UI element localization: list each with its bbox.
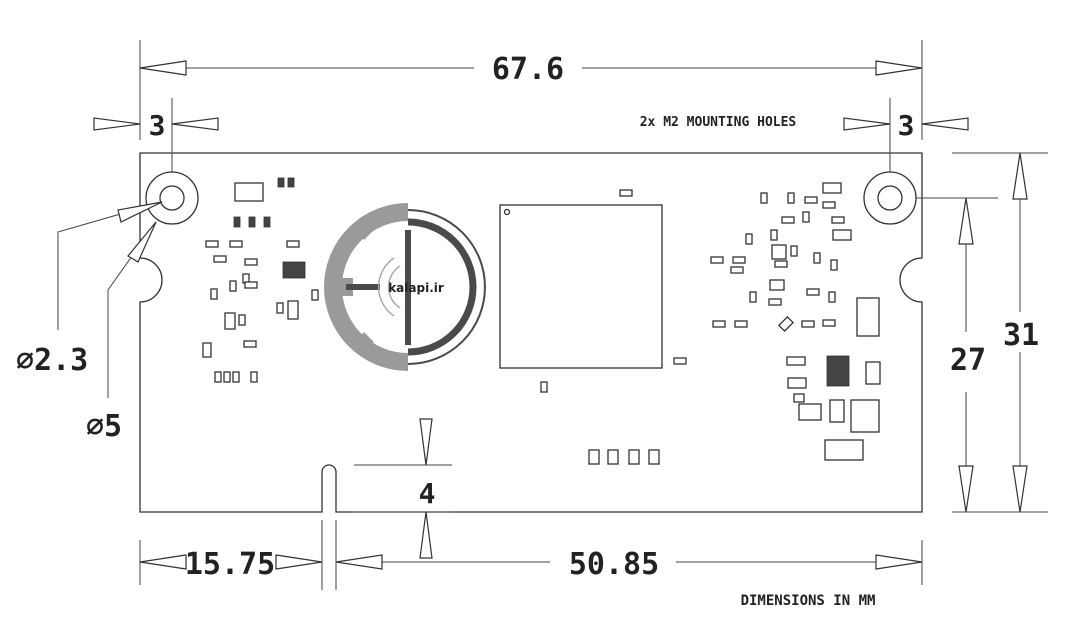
dim-slot-depth: 4 (350, 418, 452, 559)
dim-slot-from-left-label: 15.75 (185, 547, 275, 582)
main-chip (499, 204, 663, 369)
board-outline (139, 152, 923, 513)
dim-hole-large-label: ∅5 (86, 409, 122, 444)
mounting-hole-right (863, 171, 917, 225)
units-note: DIMENSIONS IN MM (741, 593, 876, 609)
dim-slot-depth-label: 4 (419, 477, 436, 510)
dim-overall-width-label: 67.6 (492, 52, 564, 87)
dim-left-hole-offset: 3 (93, 98, 219, 172)
dim-overall-width: 67.6 (139, 40, 923, 140)
dim-overall-height-label: 31 (1003, 318, 1039, 353)
dim-overall-height: 31 (952, 152, 1048, 513)
dim-right-hole-offset: 3 (843, 98, 969, 172)
components (202, 177, 881, 465)
mounting-hole-left (145, 171, 199, 225)
dim-left-hole-offset-label: 3 (149, 109, 166, 142)
dim-hole-to-bottom: 27 (916, 197, 1048, 513)
dim-hole-to-bottom-label: 27 (950, 343, 986, 378)
watermark-logo: kalapi.ir (324, 203, 486, 371)
mounting-holes-note: 2x M2 MOUNTING HOLES (640, 115, 797, 130)
dim-slot-to-right-label: 50.85 (569, 547, 659, 582)
watermark-text: kalapi.ir (388, 281, 444, 295)
dim-hole-diameters: ∅2.3 ∅5 (16, 201, 163, 444)
dim-slot-position: 15.75 50.85 (139, 520, 923, 590)
dim-right-hole-offset-label: 3 (898, 109, 915, 142)
dim-hole-small-label: ∅2.3 (16, 343, 88, 378)
